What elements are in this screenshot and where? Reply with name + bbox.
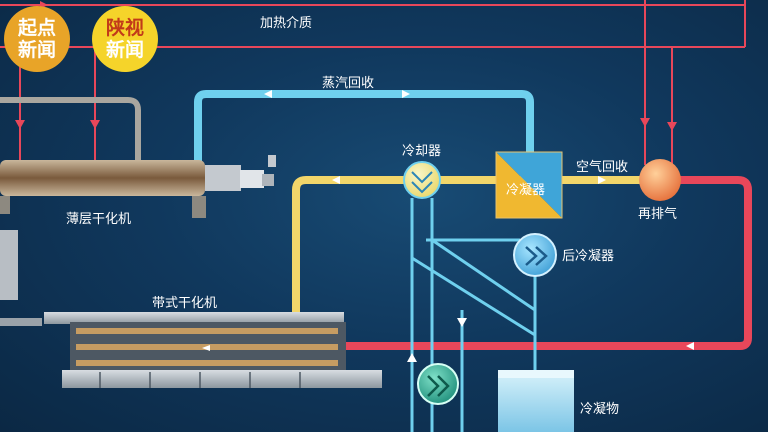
- logo-shanshi: 陕视 新闻: [92, 6, 158, 72]
- cooler-unit: [403, 161, 441, 199]
- air-pipe: [292, 176, 660, 318]
- label-cooler: 冷却器: [402, 144, 442, 159]
- steam-pipe: [194, 90, 534, 170]
- label-air-recovery: 空气回收: [576, 160, 629, 175]
- label-thin-layer-dryer: 薄层干化机: [66, 212, 132, 227]
- reheater-unit: [639, 159, 681, 201]
- label-condensate: 冷凝物: [580, 402, 620, 417]
- logo-qidian: 起点 新闻: [4, 6, 70, 72]
- belt-legs: [99, 372, 301, 388]
- heating-pipe: [346, 176, 752, 350]
- logo-line: 新闻: [105, 39, 144, 61]
- condensate-tank: [498, 370, 574, 432]
- logo-line: 起点: [17, 17, 56, 39]
- grey-pipe: [0, 97, 141, 160]
- label-post-condenser: 后冷凝器: [562, 249, 615, 264]
- pump-unit: [417, 363, 459, 405]
- label-reheat-exhaust: 再排气: [638, 207, 678, 222]
- logo-line: 新闻: [17, 39, 56, 61]
- label-condenser: 冷凝器: [506, 183, 546, 198]
- label-steam-recovery: 蒸汽回收: [322, 76, 375, 91]
- belt-dryer: [44, 312, 344, 324]
- thin-layer-dryer: [0, 160, 205, 196]
- logo-line: 陕视: [105, 17, 144, 39]
- label-belt-dryer: 带式干化机: [152, 296, 218, 311]
- label-heating-medium: 加热介质: [260, 16, 313, 31]
